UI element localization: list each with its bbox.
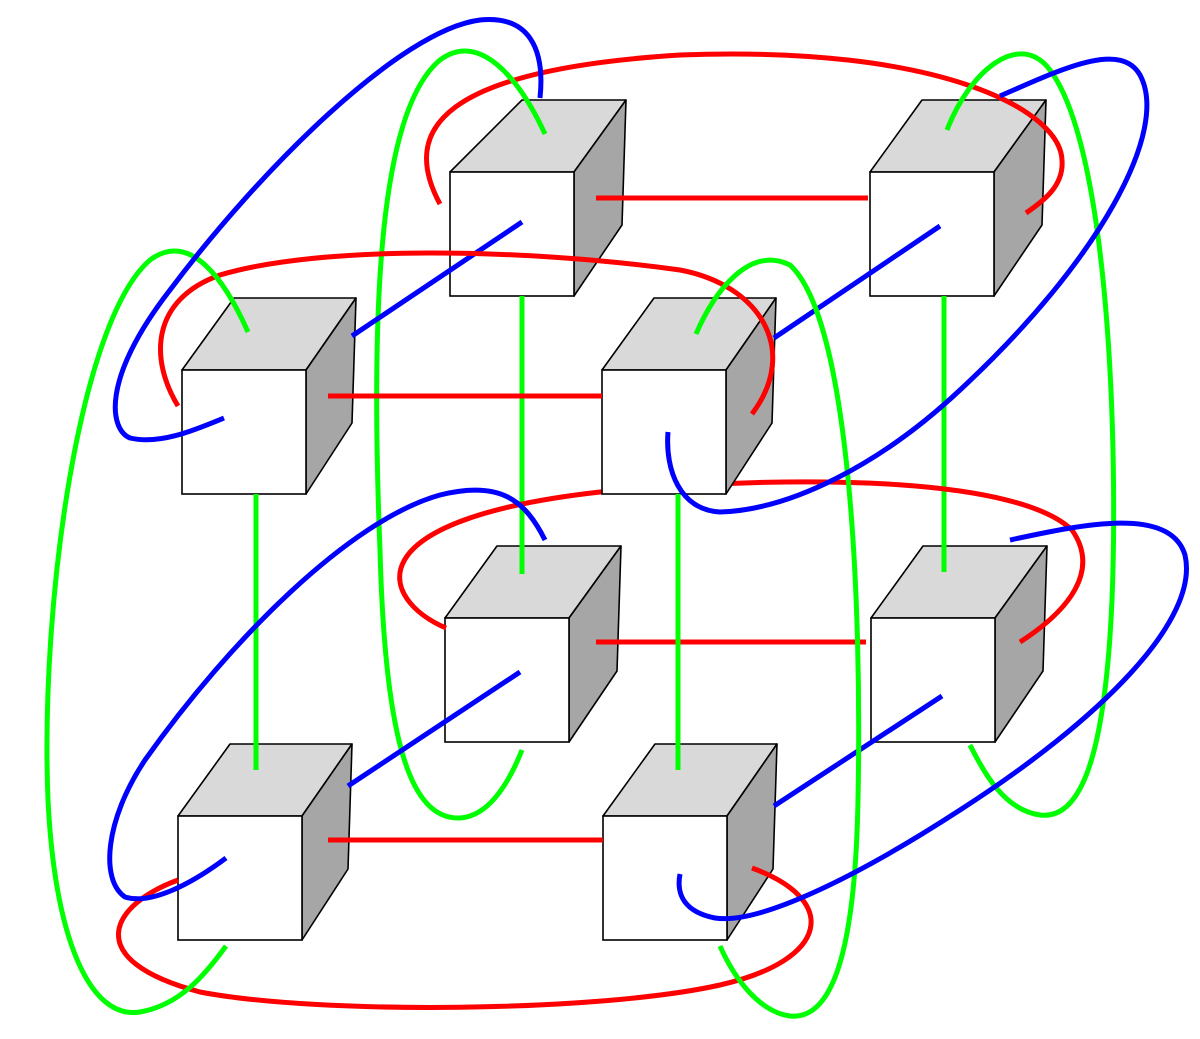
node-front-top-left xyxy=(181,297,357,495)
cube-front-face xyxy=(870,617,996,743)
y-wrap-back-left xyxy=(374,48,548,821)
node-front-top-right xyxy=(601,297,777,495)
y-wrap-front-right xyxy=(693,257,862,1019)
x-wrap-back-bottom xyxy=(397,479,1086,645)
z-link-top-left xyxy=(350,219,524,339)
z-wrap-top-right xyxy=(665,56,1150,515)
x-wrap-front-top xyxy=(158,250,776,416)
z-wrap-bottom-right xyxy=(676,520,1189,922)
x-wrap-back-top xyxy=(424,51,1065,216)
cube-front-face xyxy=(601,369,727,495)
node-front-bottom-right xyxy=(602,743,778,941)
z-wrap-top-left xyxy=(112,17,544,443)
cube-front-face xyxy=(449,171,575,297)
cube-front-face xyxy=(181,369,307,495)
x-wrap-front-bottom xyxy=(116,865,814,1010)
y-wrap-front-left xyxy=(44,248,251,1016)
cube-front-face xyxy=(602,815,728,941)
node-back-bottom-left xyxy=(444,545,622,743)
z-wrap-bottom-left xyxy=(107,487,548,902)
node-back-top-right xyxy=(869,99,1047,297)
z-link-bottom-left xyxy=(346,669,522,789)
z-link-top-right xyxy=(772,223,942,341)
y-wrap-back-right xyxy=(944,51,1117,818)
node-front-bottom-left xyxy=(177,743,353,941)
node-back-bottom-right xyxy=(870,545,1048,743)
